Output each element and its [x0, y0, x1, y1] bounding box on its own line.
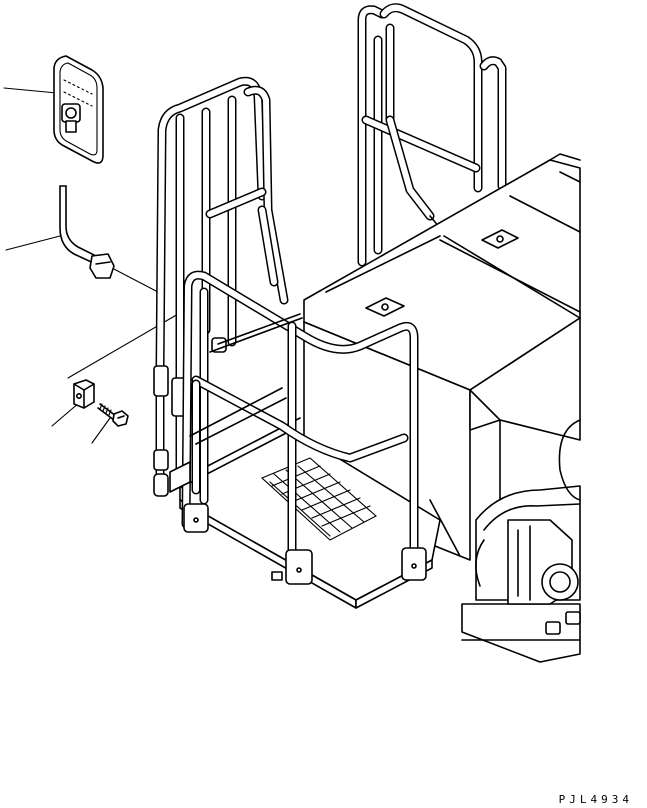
- drive-sprocket: [462, 420, 580, 662]
- clamp-bracket: [74, 380, 94, 408]
- hood-plate: [366, 298, 404, 316]
- projection-line: [112, 268, 158, 292]
- leader-stay: [6, 236, 60, 250]
- mirror-pivot: [62, 104, 80, 122]
- stay-rod: [60, 186, 100, 266]
- mirror-stay: [60, 186, 114, 278]
- front-handrail: [170, 275, 426, 584]
- drawing-code: PJL4934: [558, 793, 633, 806]
- hood-plate: [482, 230, 518, 248]
- leader-mirror: [4, 88, 57, 93]
- stay-clamp: [90, 254, 114, 278]
- left-handrail: [154, 81, 284, 496]
- mirror: [54, 56, 103, 163]
- mirror-glass: [60, 63, 97, 155]
- mounting-bolt: [98, 404, 128, 426]
- leader-bolt: [92, 418, 110, 443]
- rear-handrail: [362, 8, 502, 262]
- leader-bracket: [52, 402, 80, 426]
- support-strut: [190, 314, 302, 444]
